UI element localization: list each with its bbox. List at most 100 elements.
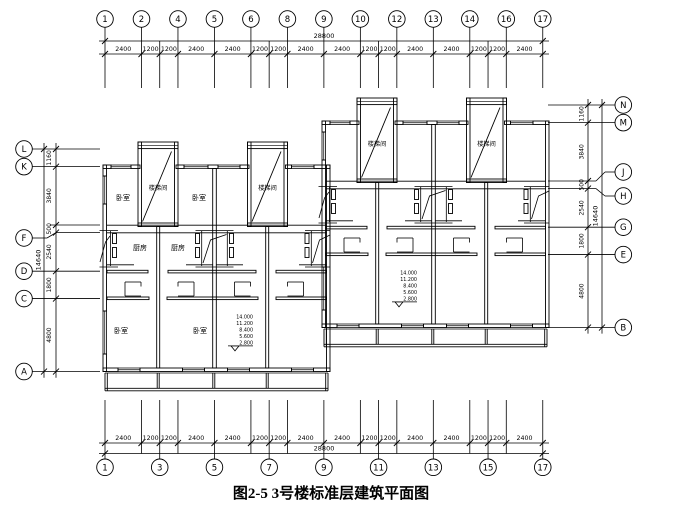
- dim-right-segment: 2540: [579, 200, 586, 215]
- axis-bubble-left-F: [15, 229, 33, 247]
- dim-top-segment: 1200: [380, 46, 396, 53]
- axis-bubble-right-B-label: B: [620, 324, 626, 334]
- dim-bottom-segment: 1200: [161, 435, 177, 442]
- dim-left-segment: 1800: [46, 277, 53, 292]
- dim-right-segment: 1800: [579, 233, 586, 248]
- axis-bubble-left-A-label: A: [21, 368, 27, 378]
- axis-bubble-top-13: [424, 10, 443, 28]
- dim-top-segment: 2400: [188, 46, 204, 53]
- elevation-value: 5.600: [403, 290, 417, 296]
- axis-bubble-top-2-label: 2: [139, 15, 144, 25]
- axis-bubble-bottom-15-label: 15: [483, 463, 494, 473]
- dim-top-segment: 1200: [270, 46, 286, 53]
- dim-top-segment: 1200: [252, 46, 268, 53]
- dim-bottom-segment: 2400: [225, 435, 241, 442]
- axis-bubble-left-K-label: K: [21, 163, 27, 173]
- axis-bubble-bottom-7-label: 7: [266, 463, 271, 473]
- axis-bubble-right-E: [614, 245, 633, 264]
- dim-bottom-segment: 1200: [270, 435, 286, 442]
- elevation-value: 8.400: [403, 283, 417, 289]
- axis-bubble-right-N-label: N: [620, 101, 626, 111]
- axis-bubble-top-9: [315, 10, 333, 28]
- axis-bubble-top-14: [461, 10, 479, 28]
- axis-bubble-left-A: [15, 362, 33, 381]
- dim-top-segment: 2400: [407, 46, 423, 53]
- axis-bubble-left-L-label: L: [22, 145, 27, 155]
- dim-bottom-segment: 2400: [334, 435, 350, 442]
- dim-top-segment: 2400: [225, 46, 241, 53]
- room-label-stairwell: 楼梯间: [477, 140, 496, 148]
- axis-bubble-top-1: [96, 10, 114, 28]
- axis-bubble-top-8: [278, 10, 297, 28]
- room-label-bedroom: 卧室: [192, 193, 206, 202]
- dim-top-segment: 2400: [298, 46, 314, 53]
- axis-bubble-top-5: [205, 10, 224, 28]
- elevation-value: 11.200: [400, 277, 417, 283]
- dim-bottom-segment: 1200: [471, 435, 487, 442]
- room-label-kitchen: 厨房: [171, 243, 185, 252]
- elevation-triangle-icon: [230, 345, 240, 352]
- axis-bubble-right-J-label: J: [621, 168, 625, 178]
- room-label-stairwell: 楼梯间: [258, 184, 277, 192]
- dim-bottom-segment: 1200: [143, 435, 159, 442]
- axis-bubble-top-5-label: 5: [212, 15, 217, 25]
- axis-bubble-top-1-label: 1: [102, 15, 107, 25]
- dim-bottom-segment: 2400: [298, 435, 314, 442]
- figure-caption: 图2-5 3号楼标准层建筑平面图: [233, 484, 429, 502]
- dim-total-right: 14640: [592, 206, 600, 227]
- axis-bubble-right-G: [614, 218, 633, 236]
- axis-bubble-bottom-7: [260, 458, 278, 477]
- dim-top-segment: 2400: [517, 46, 533, 53]
- axis-bubble-bottom-5-label: 5: [212, 463, 217, 473]
- dim-left-segment: 2540: [46, 244, 53, 259]
- axis-bubble-bottom-15: [479, 458, 497, 477]
- dim-top-segment: 1200: [143, 46, 159, 53]
- axis-bubble-bottom-9-label: 9: [321, 463, 326, 473]
- axis-bubble-top-6: [242, 10, 260, 28]
- room-label-bedroom: 卧室: [114, 326, 128, 335]
- axis-bubble-top-9-label: 9: [321, 15, 326, 25]
- axis-bubble-right-J: [614, 163, 633, 181]
- dim-bottom-segment: 1200: [489, 435, 505, 442]
- axis-bubble-bottom-9: [315, 458, 333, 477]
- dim-top-segment: 2400: [444, 46, 460, 53]
- axis-bubble-left-D: [15, 262, 33, 280]
- axis-bubble-bottom-11-label: 11: [373, 463, 384, 473]
- axis-bubble-right-H: [614, 187, 633, 205]
- axis-bubble-bottom-11: [369, 458, 388, 477]
- dim-left-segment: 4800: [46, 327, 53, 342]
- axis-bubble-top-16: [497, 10, 516, 28]
- dim-bottom-segment: 2400: [517, 435, 533, 442]
- dim-bottom-segment: 2400: [407, 435, 423, 442]
- axis-bubble-top-4: [169, 10, 187, 28]
- dim-bottom-segment: 1200: [380, 435, 396, 442]
- dim-total-left: 14640: [35, 250, 43, 271]
- dim-bottom-segment: 2400: [188, 435, 204, 442]
- dim-top-segment: 1200: [161, 46, 177, 53]
- room-label-kitchen: 厨房: [133, 243, 147, 252]
- room-label-stairwell: 楼梯间: [149, 184, 168, 192]
- room-label-stairwell: 楼梯间: [368, 140, 387, 148]
- axis-bubble-top-10-label: 10: [355, 15, 366, 25]
- elevation-value: 14.000: [236, 315, 253, 321]
- axis-bubble-bottom-5: [205, 458, 224, 477]
- dim-left-segment: 1160: [46, 150, 53, 165]
- dim-top-segment: 1200: [361, 46, 377, 53]
- axis-bubble-top-16-label: 16: [501, 15, 512, 25]
- axis-bubble-left-C: [15, 289, 33, 308]
- dim-total-top: 28800: [314, 32, 335, 40]
- axis-bubble-bottom-13: [424, 458, 443, 477]
- elevation-value: 2.800: [403, 296, 417, 302]
- axis-bubble-top-17: [534, 10, 552, 28]
- room-label-bedroom: 卧室: [116, 193, 130, 202]
- right-building-block: [318, 97, 550, 348]
- axis-bubble-bottom-17-label: 17: [537, 463, 548, 473]
- elevation-value: 8.400: [239, 327, 253, 333]
- axis-bubble-right-M: [614, 113, 633, 132]
- room-labels: 卧室卧室卧室卧室厨房厨房楼梯间楼梯间楼梯间楼梯间: [114, 140, 496, 335]
- axis-bubble-right-H-label: H: [620, 192, 626, 202]
